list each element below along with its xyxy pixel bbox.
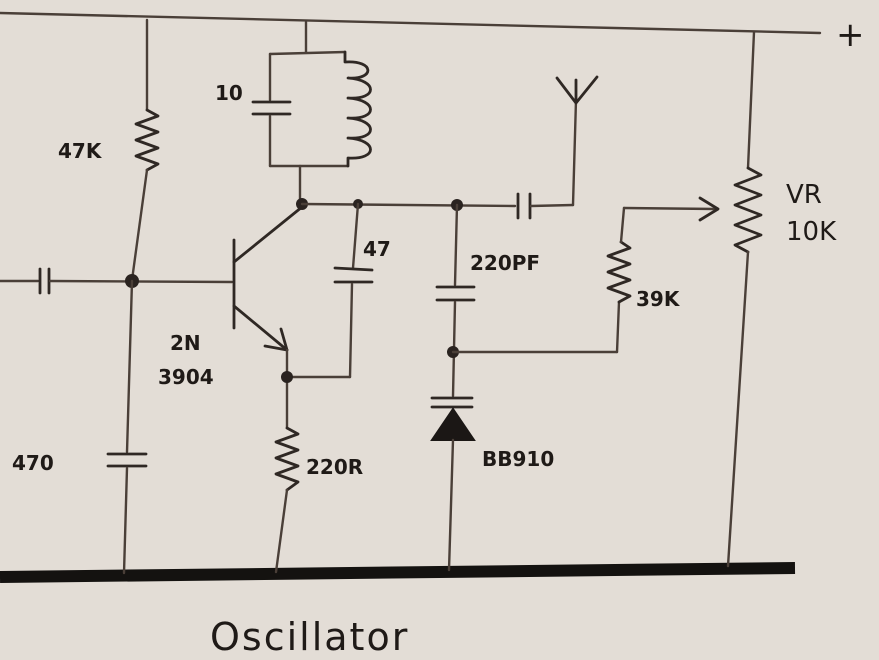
wire-collector-horizontal bbox=[300, 202, 517, 208]
wire-varicap-to-ground bbox=[447, 438, 455, 572]
pot-wiper-arrow bbox=[698, 196, 720, 222]
wire-to-antenna bbox=[529, 203, 575, 208]
wire-pot-to-ground bbox=[726, 250, 750, 568]
label-bb910: BB910 bbox=[482, 447, 554, 471]
label-cap-47: 47 bbox=[363, 237, 391, 261]
wire-39k-bottom bbox=[615, 300, 621, 354]
label-pot-line2: 10K bbox=[786, 217, 837, 247]
wire-input-to-base bbox=[48, 279, 234, 284]
resistor-47k bbox=[134, 108, 160, 172]
wire-feedback-to-emitter bbox=[348, 282, 354, 379]
wire-antenna-vertical bbox=[571, 98, 578, 207]
label-220r: 220R bbox=[306, 455, 363, 479]
varicap-triangle bbox=[430, 407, 476, 441]
label-pot-line1: VR bbox=[786, 180, 822, 210]
wire-39k-top bbox=[619, 206, 626, 244]
inductor-coil bbox=[343, 50, 372, 168]
wire-bias-to-base-node bbox=[130, 168, 149, 282]
label-47k: 47K bbox=[58, 139, 103, 163]
wire-coupling-down bbox=[453, 203, 459, 287]
transistor-emitter-lead bbox=[232, 304, 289, 352]
supply-rail bbox=[0, 11, 822, 35]
label-transistor-line1: 2N bbox=[170, 331, 201, 355]
label-cap-10: 10 bbox=[215, 81, 243, 105]
label-220pf: 220PF bbox=[470, 251, 540, 275]
antenna-icon bbox=[555, 75, 599, 105]
wire-pot-top bbox=[746, 30, 756, 170]
ground-rail bbox=[0, 562, 796, 583]
label-470: 470 bbox=[12, 451, 54, 475]
wire-470-to-ground bbox=[122, 466, 129, 575]
wire-base-node-down bbox=[125, 279, 134, 454]
diagram-title: Oscillator bbox=[210, 615, 409, 659]
wire-to-pot-wiper bbox=[622, 206, 718, 211]
wire-feedback-down bbox=[351, 202, 360, 270]
supply-plus-symbol: + bbox=[836, 15, 865, 55]
node-emitter bbox=[281, 371, 293, 383]
resistor-39k bbox=[606, 240, 632, 304]
cap-47-plate-a bbox=[333, 266, 374, 272]
label-39k: 39K bbox=[636, 287, 681, 311]
transistor-collector-lead bbox=[232, 205, 304, 264]
wire-tank-top-bar bbox=[268, 50, 347, 56]
resistor-220r bbox=[274, 426, 300, 492]
wire-220r-to-ground bbox=[274, 488, 289, 574]
potentiometer-10k bbox=[733, 166, 763, 254]
label-transistor-line2: 3904 bbox=[158, 365, 214, 389]
